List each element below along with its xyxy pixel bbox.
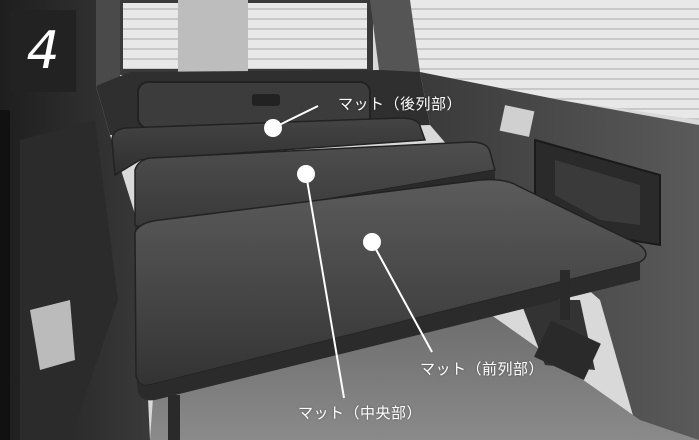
leader-line-middle	[305, 173, 345, 399]
wall-sticker	[499, 105, 535, 137]
mat-middle	[134, 141, 496, 231]
rear-door-handle	[252, 94, 280, 106]
mat-leg	[560, 270, 570, 320]
mat-front	[134, 178, 647, 387]
step-number-badge: 4	[10, 10, 76, 92]
label-mat-middle: マット（中央部）	[298, 404, 423, 422]
marker-dot-front	[363, 233, 381, 251]
right-window	[410, 0, 699, 120]
mat-leg	[168, 395, 180, 440]
label-mat-front: マット（前列部）	[420, 360, 545, 378]
leader-line-front	[371, 241, 433, 353]
mat-rear	[111, 117, 427, 177]
marker-dot-middle	[297, 165, 315, 183]
label-mat-rear: マット（後列部）	[338, 95, 463, 113]
marker-dot-rear	[264, 119, 282, 137]
